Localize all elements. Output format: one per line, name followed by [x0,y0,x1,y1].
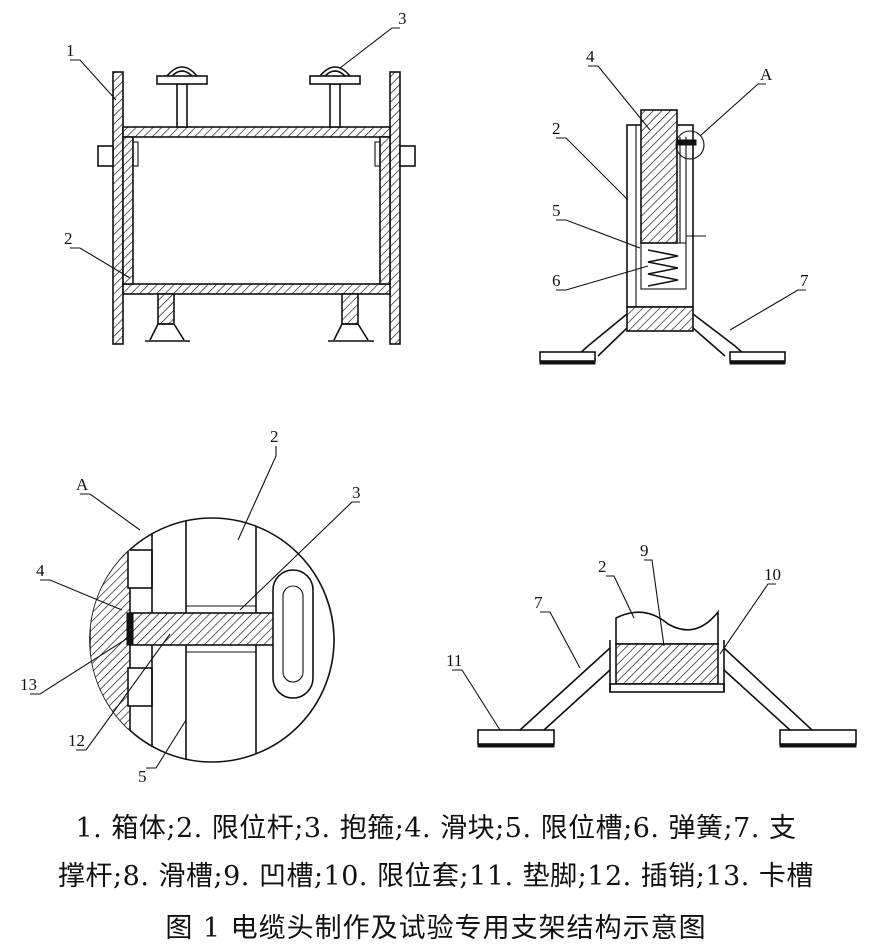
label-7: 7 [800,271,809,290]
left-bracket [97,145,114,167]
figure-caption: 图 1 电缆头制作及试验专用支架结构示意图 [165,913,707,944]
detail-A-marker [675,130,705,160]
label-4: 4 [586,47,595,66]
left-plate [112,71,124,345]
label-A2: A [76,475,89,494]
clamp-right [309,66,361,128]
side-view [539,65,806,365]
label-9: 9 [640,541,649,560]
pin-detail [129,612,277,646]
label-6: 6 [552,271,561,290]
box-right-wall [379,136,391,285]
box-bottom-wall [122,283,391,295]
clamp-left [156,66,208,128]
label-10: 10 [764,565,781,584]
box-top-wall [122,126,391,138]
label-5: 5 [552,201,561,220]
label-13: 13 [20,675,37,694]
spring [647,249,679,287]
label-2: 2 [64,229,73,248]
box-left-wall [122,136,134,285]
foot-pad-right [779,729,857,745]
label-7b: 7 [534,593,543,612]
structure-diagram: 1 2 3 4 [20,9,857,786]
limit-sleeve [609,683,725,693]
label-5b: 5 [138,767,147,786]
leg-left [145,293,190,342]
slider [640,109,678,244]
right-bracket [399,145,416,167]
label-2b: 2 [552,119,561,138]
label-2d: 2 [598,557,607,576]
label-A: A [760,65,773,84]
detail-A-view [30,446,360,769]
foot-left [539,351,596,362]
leg-right [328,293,374,342]
label-4b: 4 [36,561,45,580]
front-view [70,27,416,345]
foot-pad-left [477,729,555,745]
label-2c: 2 [270,427,279,446]
base-block [626,306,694,332]
groove-block [615,643,719,685]
label-3: 3 [398,9,407,28]
right-plate [389,71,401,345]
foot-right [729,351,786,362]
support-view [452,559,857,748]
label-12: 12 [68,731,85,750]
pin-handle [272,569,314,699]
label-3b: 3 [352,483,361,502]
label-11: 11 [446,651,462,670]
legend-line-1: 1. 箱体;2. 限位杆;3. 抱箍;4. 滑块;5. 限位槽;6. 弹簧;7.… [75,813,797,844]
legend-line-2: 撑杆;8. 滑槽;9. 凹槽;10. 限位套;11. 垫脚;12. 插销;13.… [58,861,814,892]
label-1: 1 [66,41,75,60]
